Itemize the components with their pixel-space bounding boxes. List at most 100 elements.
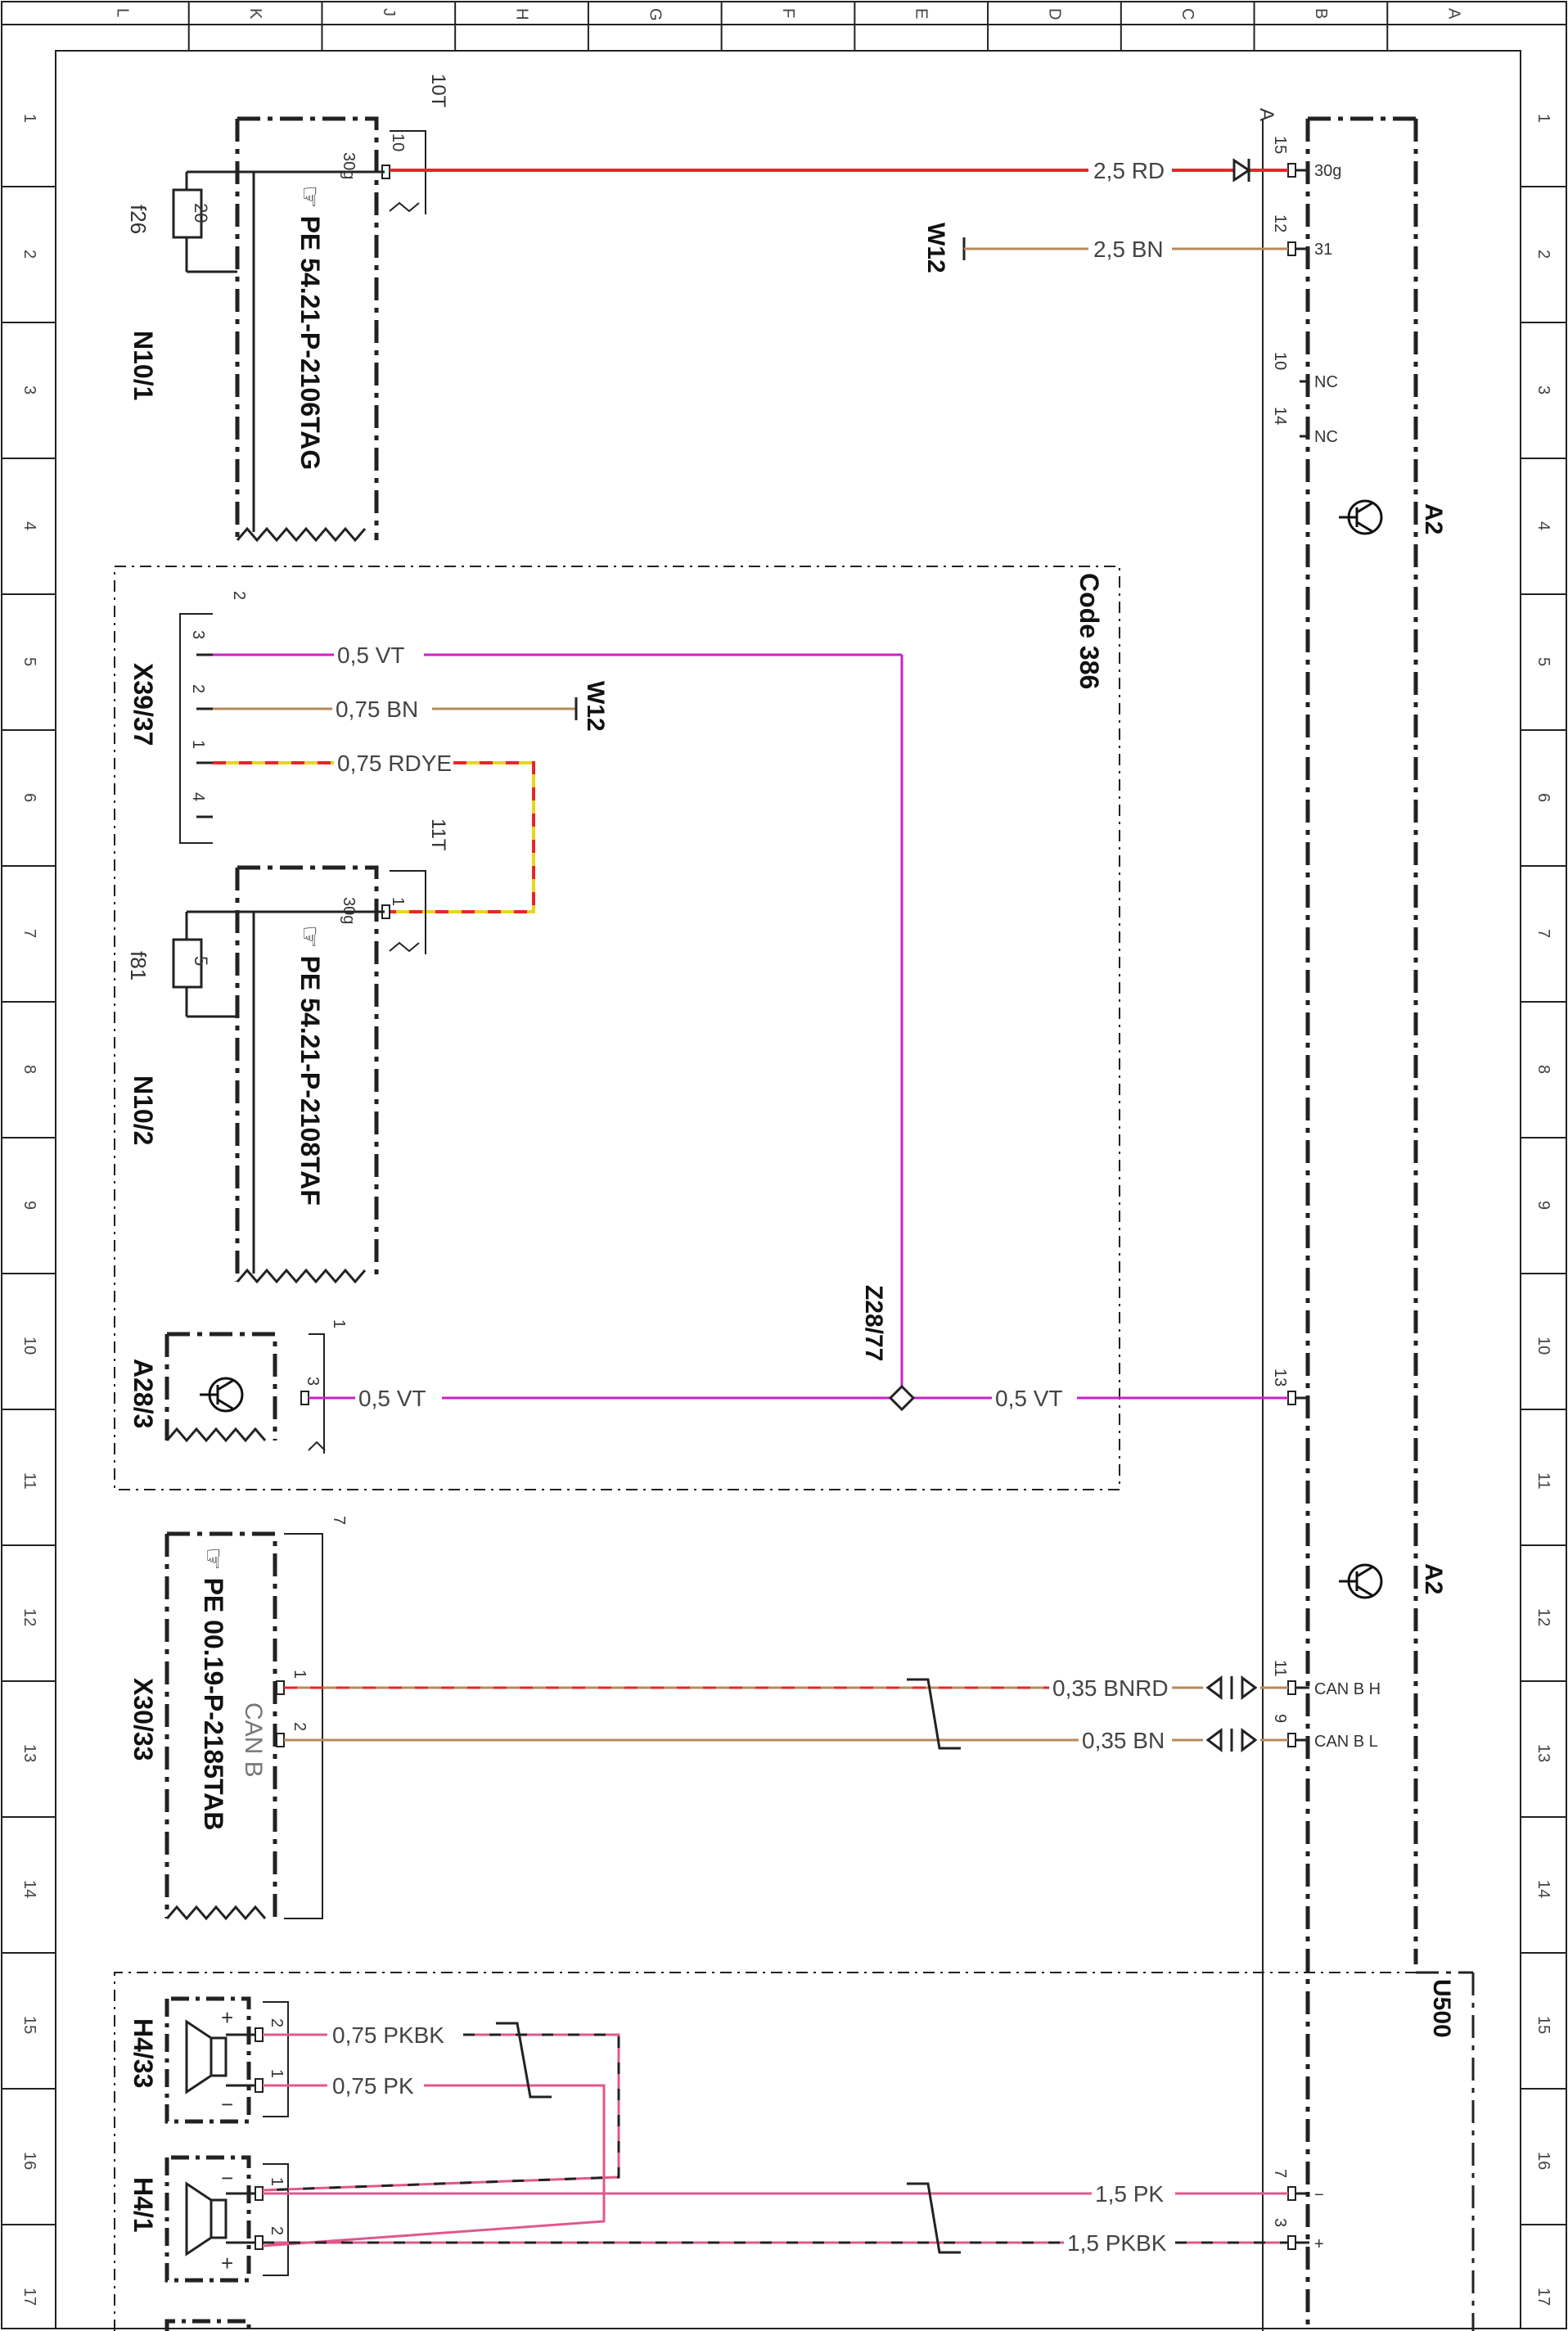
svg-text:2: 2: [291, 1722, 309, 1731]
svg-text:1,5 PKBK: 1,5 PKBK: [1067, 2230, 1167, 2256]
grid-row-label: 2: [20, 250, 38, 259]
grid-ticks: [2, 2, 1566, 2225]
a2-bus: [1262, 116, 1475, 2331]
svg-text:30g: 30g: [1314, 162, 1341, 180]
grid-row-label: 12: [1534, 1608, 1552, 1626]
grid-row-label: 16: [20, 2152, 38, 2170]
grid-col-label: H: [513, 8, 531, 20]
svg-text:NC: NC: [1314, 373, 1338, 391]
grid-row-label: 15: [1534, 2016, 1552, 2034]
grid-col-label: B: [1312, 8, 1330, 19]
hand-pointer-icon: ☞: [295, 185, 325, 216]
n10-1-component: 20 f26 10 30g 10T ☞ PE 54.21-P-2106TAG N…: [126, 74, 449, 543]
grid-row-label: 8: [20, 1065, 38, 1074]
h4-1-speaker: − + 1 2 H4/1: [128, 2155, 289, 2283]
a2-pin-10: 10 NC: [1271, 352, 1338, 391]
svg-text:H4/33: H4/33: [128, 2018, 158, 2088]
grid-row-label: 16: [1534, 2152, 1552, 2170]
grid-row-label: 3: [1534, 385, 1552, 395]
svg-text:5: 5: [191, 956, 211, 966]
svg-text:0,75 PK: 0,75 PK: [332, 2073, 414, 2099]
svg-text:3: 3: [1271, 2218, 1289, 2227]
svg-text:1: 1: [268, 2069, 286, 2078]
svg-text:−: −: [221, 2166, 233, 2190]
twisted-pair-mark: [496, 2022, 552, 2099]
speaker-icon: [185, 2181, 228, 2257]
grid-row-label: 9: [1534, 1201, 1552, 1210]
code-386-box: Code 386: [114, 566, 1120, 1490]
svg-text:0,5 VT: 0,5 VT: [337, 642, 404, 668]
grid-row-label: 10: [1534, 1337, 1552, 1355]
svg-text:2,5 RD: 2,5 RD: [1093, 158, 1165, 183]
svg-text:f26: f26: [126, 205, 151, 234]
a2-pin-12: 12 31: [1271, 214, 1332, 259]
svg-text:31: 31: [1314, 241, 1332, 259]
wire-0-75-pkbk: 0,75 PKBK: [262, 2022, 620, 2192]
svg-text:+: +: [1314, 2235, 1324, 2253]
svg-text:0,35 BN: 0,35 BN: [1082, 1728, 1165, 1753]
a2-transistor-icon-2: [1339, 1563, 1383, 1599]
svg-text:0,75 BN: 0,75 BN: [336, 697, 418, 722]
next-component-edge: [164, 2319, 251, 2331]
grid-col-label: E: [912, 8, 930, 19]
svg-text:7: 7: [1271, 2169, 1289, 2178]
wire-0-5-vt-bottom: 0,5 VT 0,5 VT Z28/77: [309, 1285, 1288, 1412]
svg-text:−: −: [1314, 2186, 1324, 2204]
z28-77-label: Z28/77: [860, 1285, 887, 1361]
grid-row-label: 8: [1534, 1065, 1552, 1074]
wire-0-75-pk: 0,75 PK: [262, 2073, 606, 2248]
grid-row-label: 9: [20, 1201, 38, 1210]
a2-label: A2: [1420, 503, 1447, 534]
n10-2-component: 5 f81 1 30g 11T ☞ PE 54.21-P-2108TAF N10…: [126, 818, 449, 1284]
a2-pin-11: 11 CAN B H: [1271, 1660, 1381, 1698]
grid-row-label: 15: [20, 2016, 38, 2034]
svg-text:9: 9: [1271, 1714, 1289, 1723]
svg-text:3: 3: [189, 630, 207, 639]
svg-text:1: 1: [389, 897, 407, 906]
grid-row-label: 10: [20, 1337, 38, 1355]
svg-text:14: 14: [1271, 407, 1289, 425]
svg-text:+: +: [221, 2005, 233, 2030]
svg-text:2,5 BN: 2,5 BN: [1093, 237, 1164, 262]
svg-text:30g: 30g: [340, 897, 358, 924]
grid-row-label: 7: [1534, 929, 1552, 938]
hand-pointer-icon: ☞: [199, 1547, 228, 1578]
grid-row-label: 5: [1534, 657, 1552, 666]
svg-text:2: 2: [230, 591, 248, 600]
twisted-pair-mark: [907, 2182, 961, 2254]
wire-0-5-vt-top: 0,5 VT: [213, 642, 903, 1398]
a2-pin-7: 7 −: [1271, 2169, 1324, 2204]
grid-col-label: A: [1445, 8, 1463, 20]
grid-row-label: 14: [1534, 1880, 1552, 1898]
svg-text:30g: 30g: [340, 152, 358, 179]
svg-text:10: 10: [1271, 352, 1289, 370]
svg-text:11T: 11T: [427, 818, 449, 851]
twisted-pair-mark: [907, 1678, 961, 1750]
grid-col-label: F: [779, 8, 797, 18]
n10-1-ref: ☞ PE 54.21-P-2106TAG: [295, 185, 325, 470]
svg-text:0,75 RDYE: 0,75 RDYE: [337, 751, 452, 776]
grid-row-label: 13: [20, 1744, 38, 1762]
hand-pointer-icon: ☞: [295, 925, 325, 956]
grid-row-label: 2: [1534, 250, 1552, 259]
svg-text:7: 7: [330, 1516, 348, 1525]
svg-text:1: 1: [268, 2177, 286, 2186]
svg-text:4: 4: [189, 792, 207, 801]
wire-2-5-rd: 2,5 RD: [390, 158, 1288, 183]
wire-1-5-pk: 1,5 PK: [263, 2181, 1288, 2207]
svg-text:H4/1: H4/1: [128, 2177, 158, 2233]
grid-row-label: 4: [1534, 521, 1552, 530]
svg-text:CAN B L: CAN B L: [1314, 1733, 1378, 1751]
svg-text:+: +: [221, 2251, 233, 2275]
svg-text:CAN B H: CAN B H: [1314, 1680, 1381, 1698]
grid-row-label: 11: [20, 1472, 38, 1490]
grid-row-label: 7: [20, 929, 38, 938]
x30-33-ref: ☞ PE 00.19-P-2185TAB: [199, 1547, 228, 1830]
grid-row-label: 12: [20, 1608, 38, 1626]
svg-text:0,35 BNRD: 0,35 BNRD: [1052, 1675, 1169, 1701]
svg-text:13: 13: [1271, 1368, 1289, 1386]
svg-text:2: 2: [268, 2018, 286, 2027]
a2-pin-15: 15 30g: [1271, 136, 1341, 180]
u500-label: U500: [1428, 1979, 1455, 2038]
